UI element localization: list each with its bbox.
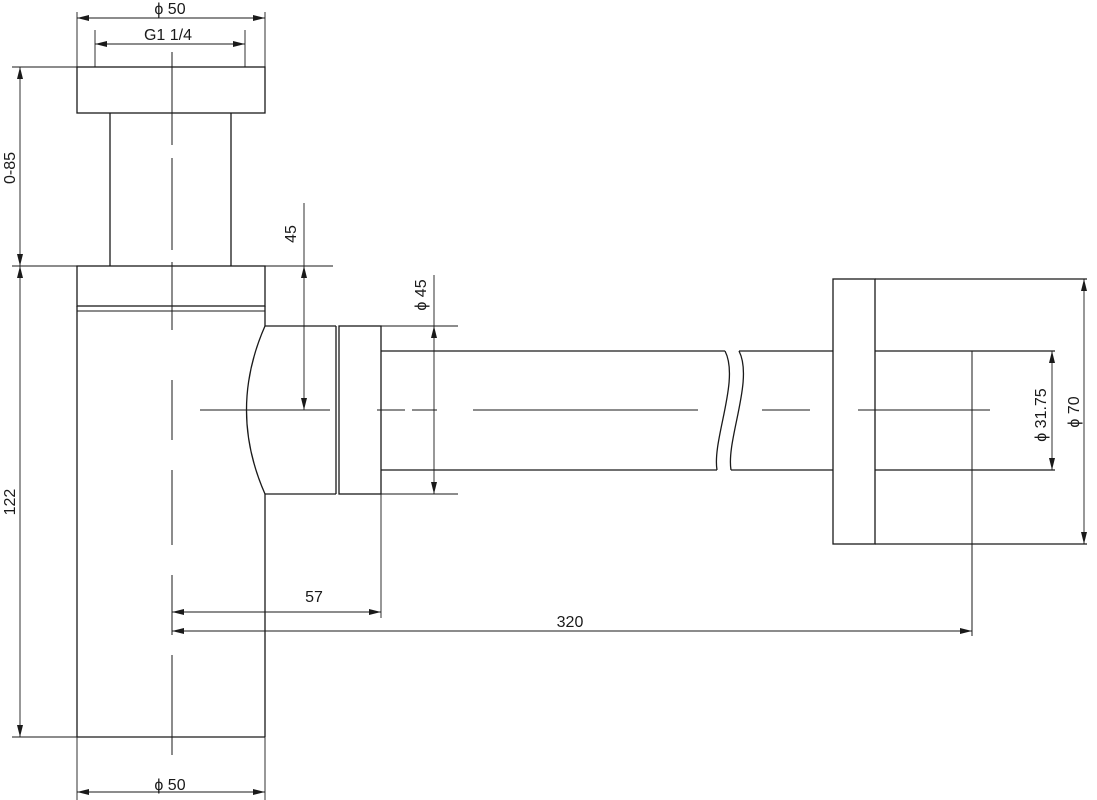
- wall-distance-dimension: 320: [172, 614, 972, 634]
- rosette-diameter-dimension: ϕ 70: [1066, 279, 1087, 544]
- pipe-diameter-dimension: ϕ 45: [381, 275, 458, 495]
- outlet-offset-dimension: 57: [172, 494, 382, 618]
- outlet-nut: [335, 325, 382, 495]
- nut-height-dimension: 45: [265, 203, 333, 410]
- top-diameter-label: ϕ 50: [154, 1, 185, 18]
- wall-distance-label: 320: [557, 614, 584, 631]
- bottle-body: [76, 306, 266, 738]
- top-diameter-dimension: ϕ 50: [76, 1, 266, 67]
- body-height-dimension: 122: [2, 266, 77, 738]
- bottom-diameter-label: ϕ 50: [154, 777, 185, 794]
- inlet-flange: [76, 66, 266, 114]
- pipe-diameter-label: ϕ 45: [413, 279, 430, 310]
- thread-dimension: G1 1/4: [94, 27, 246, 67]
- horizontal-pipe: [381, 350, 833, 471]
- adjust-range-dimension: 0-85: [2, 66, 77, 267]
- thread-label: G1 1/4: [144, 27, 192, 44]
- outlet-offset-label: 57: [305, 589, 323, 606]
- riser-tube: [109, 113, 232, 266]
- bottle-cap: [76, 265, 266, 312]
- body-height-label: 122: [2, 489, 19, 516]
- wall-rosette: [832, 278, 1087, 545]
- wall-tube-diameter-dimension: ϕ 31.75: [1033, 351, 1055, 470]
- pipe-break-mark: [715, 350, 745, 471]
- wall-tube: [875, 350, 1055, 636]
- bottom-diameter-dimension: ϕ 50: [76, 737, 266, 800]
- rosette-diameter-label: ϕ 70: [1066, 396, 1083, 427]
- nut-height-label: 45: [283, 225, 300, 243]
- adjust-range-label: 0-85: [2, 152, 19, 184]
- wall-tube-diameter-label: ϕ 31.75: [1033, 388, 1050, 442]
